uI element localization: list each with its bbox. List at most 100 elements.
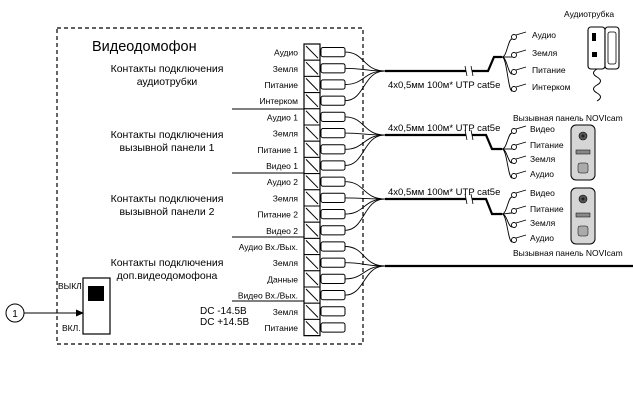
group-label-aux-2: доп.видеодомофона — [117, 270, 218, 282]
terminal-label: Земля — [273, 258, 299, 268]
wire — [344, 116, 386, 136]
terminal-label: Питание — [264, 323, 298, 333]
contact-loop — [511, 128, 517, 134]
group-label-panel2-1: Контакты подключения — [111, 193, 224, 205]
panel2-contact-4: Аудио — [530, 233, 554, 243]
intercom-unit-outline — [56, 27, 364, 345]
cable-breaks — [464, 65, 474, 205]
wire — [344, 134, 386, 150]
terminal-label: Интерком — [260, 96, 299, 106]
device-wire — [501, 213, 513, 243]
device-wire — [501, 56, 513, 92]
terminal-label: Земля — [273, 307, 299, 317]
power-switch[interactable]: ВЫКЛ. ВКЛ. — [58, 277, 111, 335]
terminal-label: Видео Вх./Вых. — [238, 291, 298, 301]
handset-contact-3: Питание — [532, 65, 566, 75]
terminal-row: Интерком — [260, 92, 346, 110]
terminal-label: Земля — [273, 193, 299, 203]
contact-loop — [511, 173, 517, 179]
handset-title: Аудиотрубка — [564, 9, 614, 19]
panel1-contact-3: Земля — [530, 154, 556, 164]
terminal-socket — [320, 176, 346, 187]
intercom-title: Видеодомофон — [92, 39, 197, 55]
handset-icon — [587, 26, 620, 102]
terminal-label: Видео 1 — [266, 161, 298, 171]
terminal-label: Питание 2 — [257, 210, 298, 220]
terminal-row: Видео 2 — [266, 221, 346, 239]
terminal-row: Земля — [273, 302, 346, 320]
contact-loop — [511, 237, 517, 243]
handset-contact-2: Земля — [532, 48, 558, 58]
device-wire-fans — [501, 31, 527, 243]
terminal-row: Аудио — [274, 43, 346, 61]
terminal-socket — [320, 47, 346, 58]
terminal-row: Аудио 2 — [267, 173, 346, 191]
power-label-positive: DC +14.5В — [200, 317, 250, 328]
group-label-handset-1: Контакты подключения — [111, 63, 224, 75]
terminal-row: Питание — [264, 318, 346, 337]
terminal-socket — [320, 95, 346, 106]
group-label-panel1-1: Контакты подключения — [111, 129, 224, 141]
panel2-contact-1: Видео — [530, 188, 555, 198]
contact-loop — [511, 208, 517, 214]
panel2-title: Вызывная панель NOVIcam — [513, 248, 623, 258]
power-label-negative: DC -14.5В — [200, 306, 247, 317]
terminal-row: Питание 1 — [257, 140, 346, 158]
terminal-socket — [320, 128, 346, 139]
terminal-label: Аудио 2 — [267, 177, 298, 187]
contact-loop — [511, 144, 517, 150]
terminal-row: Земля — [273, 254, 346, 272]
panel2-contact-2: Питание — [530, 204, 564, 214]
terminal-label: Аудио — [274, 48, 298, 58]
device-wire — [501, 148, 513, 179]
power-switch-toggle[interactable] — [88, 286, 104, 301]
wire — [344, 265, 386, 296]
terminal-socket — [320, 63, 346, 74]
terminal-row: Видео Вх./Вых. — [238, 286, 346, 304]
device-wire — [501, 196, 513, 215]
terminal-label: Видео 2 — [266, 226, 298, 236]
terminal-socket — [320, 79, 346, 90]
wire — [344, 181, 386, 200]
contact-loop — [511, 86, 517, 92]
terminal-label: Аудио 1 — [267, 112, 298, 122]
terminal-socket — [320, 257, 346, 268]
terminal-socket — [320, 241, 346, 252]
terminal-label: Питание 1 — [257, 145, 298, 155]
wire — [344, 262, 386, 267]
terminal-row: Аудио Вх./Вых. — [239, 237, 346, 256]
group-label-panel1-2: вызывной панели 1 — [119, 142, 214, 154]
contact-loop — [511, 158, 517, 164]
terminal-socket — [320, 322, 346, 333]
terminal-row: Питание — [264, 75, 346, 94]
terminal-socket — [320, 160, 346, 171]
panel2-icon — [570, 187, 596, 245]
group-separators — [232, 108, 304, 302]
terminal-socket — [320, 225, 346, 236]
terminal-row: Земля — [273, 189, 346, 207]
terminal-row: Земля — [273, 124, 346, 142]
contact-loop — [511, 192, 517, 198]
cable-label-handset: 4х0,5мм 100м* UTP cat5e — [388, 80, 500, 91]
panel1-contact-4: Аудио — [530, 169, 554, 179]
group-label-handset-2: аудиотрубки — [137, 76, 198, 88]
callout-1: 1 — [5, 303, 84, 323]
wire — [344, 70, 386, 85]
wire — [344, 70, 386, 102]
terminal-label: Земля — [273, 64, 299, 74]
device-contact-labels: Аудио Земля Питание Интерком Видео Питан… — [530, 30, 571, 243]
device-wire — [501, 132, 513, 150]
wire — [344, 246, 386, 267]
group-labels: Контакты подключения аудиотрубки Контакт… — [111, 63, 224, 282]
cable-label-panel2: 4х0,5мм 100м* UTP cat5e — [388, 187, 500, 198]
group-label-panel2-2: вызывной панели 2 — [119, 206, 214, 218]
panel1-icon — [570, 124, 596, 181]
terminal-row: Видео 1 — [266, 156, 346, 175]
terminal-label: Земля — [273, 129, 299, 139]
wire-fans — [344, 51, 386, 296]
power-switch-on-label: ВКЛ. — [62, 323, 81, 333]
wire — [344, 51, 386, 72]
panel1-contact-1: Видео — [530, 124, 555, 134]
terminal-row: Питание 2 — [257, 205, 346, 223]
